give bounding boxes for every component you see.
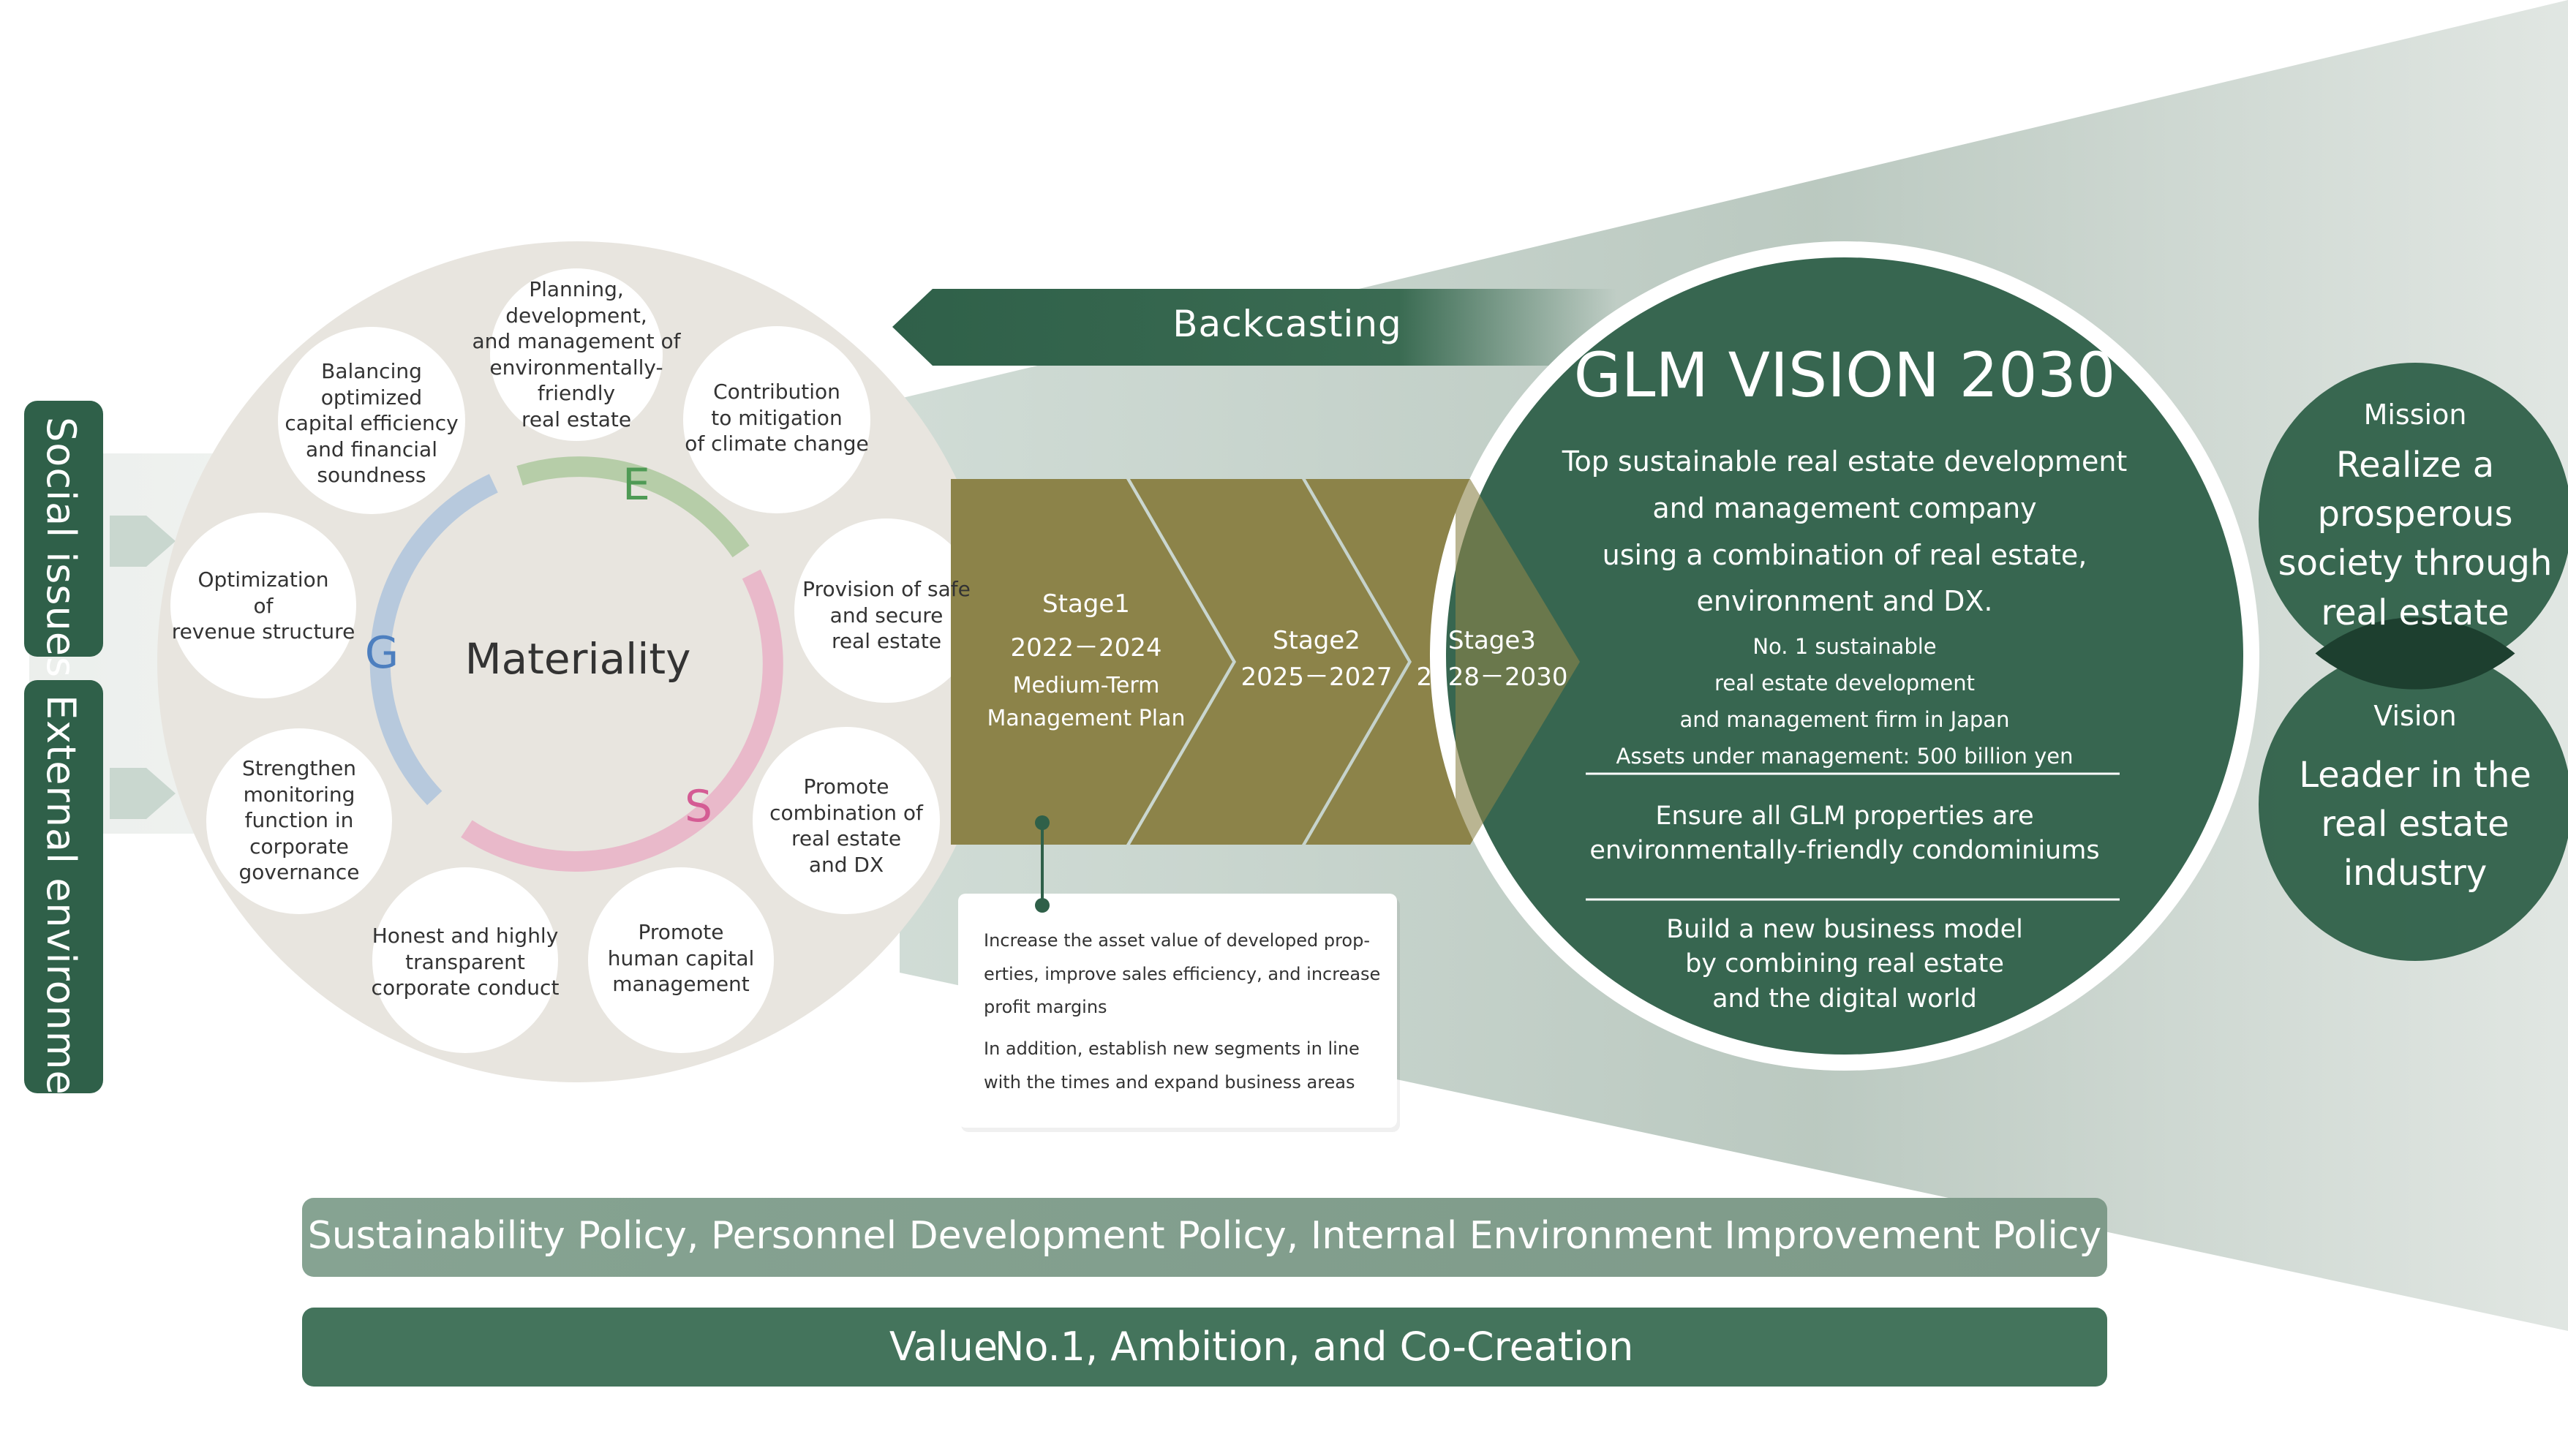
vision-item-3: Build a new business model by combining … — [1666, 915, 2023, 1014]
callout-dot-bottom — [1035, 898, 1050, 913]
stage1-title: Stage1 — [1042, 589, 1130, 619]
item-circle-9 — [278, 327, 465, 514]
social-arrow — [110, 516, 176, 567]
vision-circle — [1446, 257, 2243, 1055]
materiality-item-4: Promote combination of real estate and D… — [769, 774, 923, 877]
value-label: Value — [889, 1324, 998, 1370]
callout-paragraph-1: Increase the asset value of developed pr… — [984, 930, 1381, 1018]
item-circle-8 — [170, 513, 356, 698]
item-circle-5 — [588, 867, 774, 1053]
mission-circle — [2259, 363, 2568, 676]
backcasting-arrow — [892, 289, 1616, 366]
materiality-item-7: Strengthen monitoring function in corpor… — [238, 756, 360, 885]
materiality-item-9: Balancing optimized capital efficiency a… — [285, 359, 459, 488]
vision-sub: No. 1 sustainable real estate developmen… — [1616, 634, 2074, 769]
item-circle-7 — [206, 728, 392, 914]
stage1-years: 2022－2024 — [1010, 633, 1162, 663]
item-circle-1 — [490, 268, 663, 441]
materiality-title: Materiality — [464, 634, 691, 684]
social-issues-bar — [24, 401, 103, 657]
vision-right-circle — [2259, 648, 2568, 961]
item-circle-3 — [794, 518, 979, 703]
materiality-item-2: Contribution to mitigation of climate ch… — [685, 380, 869, 456]
item-circle-4 — [753, 727, 940, 914]
policy-bar-text: Sustainability Policy, Personnel Develop… — [307, 1214, 2102, 1258]
stage3-years: 2028－2030 — [1416, 663, 1568, 692]
callout-dot-top — [1035, 815, 1050, 830]
external-environment-bar — [24, 680, 103, 1093]
vision-goal: Top sustainable real estate development … — [1562, 445, 2128, 618]
materiality-item-5: Promote human capital management — [607, 920, 755, 997]
stage2-chevron — [1130, 479, 1408, 845]
vision-title: GLM VISION 2030 — [1573, 339, 2116, 411]
stage3-title: Stage3 — [1448, 626, 1536, 655]
social-issues-label: Social issues — [38, 417, 84, 679]
s-arc — [461, 569, 783, 872]
stage3-overlap — [1456, 479, 1580, 845]
external-arrow — [110, 768, 176, 819]
materiality-item-6: Honest and highly transparent corporate … — [371, 924, 560, 1000]
stage1-chevron — [951, 479, 1232, 845]
stage1-plan: Medium-Term Management Plan — [987, 673, 1186, 731]
g-arc — [369, 474, 498, 806]
g-letter: G — [364, 627, 399, 679]
materiality-item-3: Provision of safe and secure real estate — [802, 577, 971, 654]
value-bar — [302, 1308, 2107, 1387]
callout-box — [958, 894, 1397, 1128]
policy-bar — [302, 1198, 2107, 1277]
external-environment-label: External environment — [38, 695, 84, 1138]
materiality-item-8: Optimization of revenue structure — [171, 567, 355, 644]
callout-paragraph-2: In addition, establish new segments in l… — [984, 1038, 1360, 1093]
e-letter: E — [622, 459, 650, 510]
e-arc — [516, 456, 750, 558]
mission-text: Realize a prosperous society through rea… — [2278, 445, 2553, 633]
item-circle-2 — [683, 326, 870, 513]
vision-item-2: Ensure all GLM properties are environmen… — [1589, 801, 2100, 866]
stage2-years: 2025－2027 — [1240, 663, 1393, 692]
mission-vision-overlap — [2315, 617, 2515, 690]
stage2-title: Stage2 — [1273, 626, 1360, 655]
value-text: No.1, Ambition, and Co-Creation — [995, 1324, 1634, 1370]
vision-right-text: Leader in the real estate industry — [2299, 755, 2531, 894]
item-circle-6 — [372, 867, 558, 1053]
mission-label: Mission — [2363, 399, 2467, 431]
vision-right-label: Vision — [2373, 700, 2457, 732]
s-letter: S — [684, 781, 713, 832]
backcasting-label: Backcasting — [1172, 303, 1402, 345]
materiality-item-1: Planning, development, and management of… — [472, 277, 681, 431]
